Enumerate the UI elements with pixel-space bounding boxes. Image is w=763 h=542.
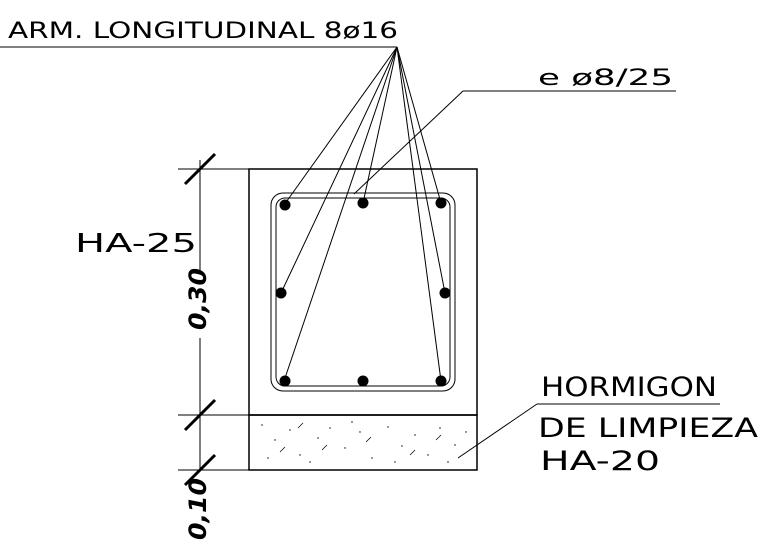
dimension-tick-bottom: [183, 453, 217, 487]
dimension-base-label: 0,10: [184, 478, 212, 540]
stirrup-outer: [270, 192, 456, 392]
rebar-mid-right: [439, 287, 451, 299]
dimension-height-label: 0,30: [184, 268, 212, 330]
longitudinal-leader-lines: [280, 46, 446, 382]
rebar-bottom-center: [357, 375, 369, 387]
rebar-mid-left: [275, 287, 287, 299]
dimension-tick-mid: [183, 398, 217, 432]
rebar-bottom-right: [435, 375, 447, 387]
lean-label-line3: HA-20: [540, 446, 660, 477]
stirrup-inner: [275, 197, 451, 387]
rebar-top-left: [279, 199, 291, 211]
lean-concrete-hatch: [261, 421, 467, 463]
stirrup-leader-line: [353, 90, 464, 195]
lean-label-line2: DE LIMPIEZA: [538, 413, 759, 444]
lean-leader-line: [457, 403, 538, 459]
concrete-label: HA-25: [75, 229, 197, 259]
stirrup-label: e ø8/25: [538, 66, 673, 91]
lean-label-line1: HORMIGON: [541, 372, 717, 403]
longitudinal-rebars: [275, 197, 451, 387]
dimension-tick-top: [183, 152, 217, 186]
rebar-top-center: [357, 197, 369, 209]
rebar-bottom-left: [279, 375, 291, 387]
rebar-top-right: [435, 197, 447, 209]
lean-concrete-layer: [248, 414, 478, 471]
longitudinal-label: ARM. LONGITUDINAL 8ø16: [8, 19, 398, 44]
